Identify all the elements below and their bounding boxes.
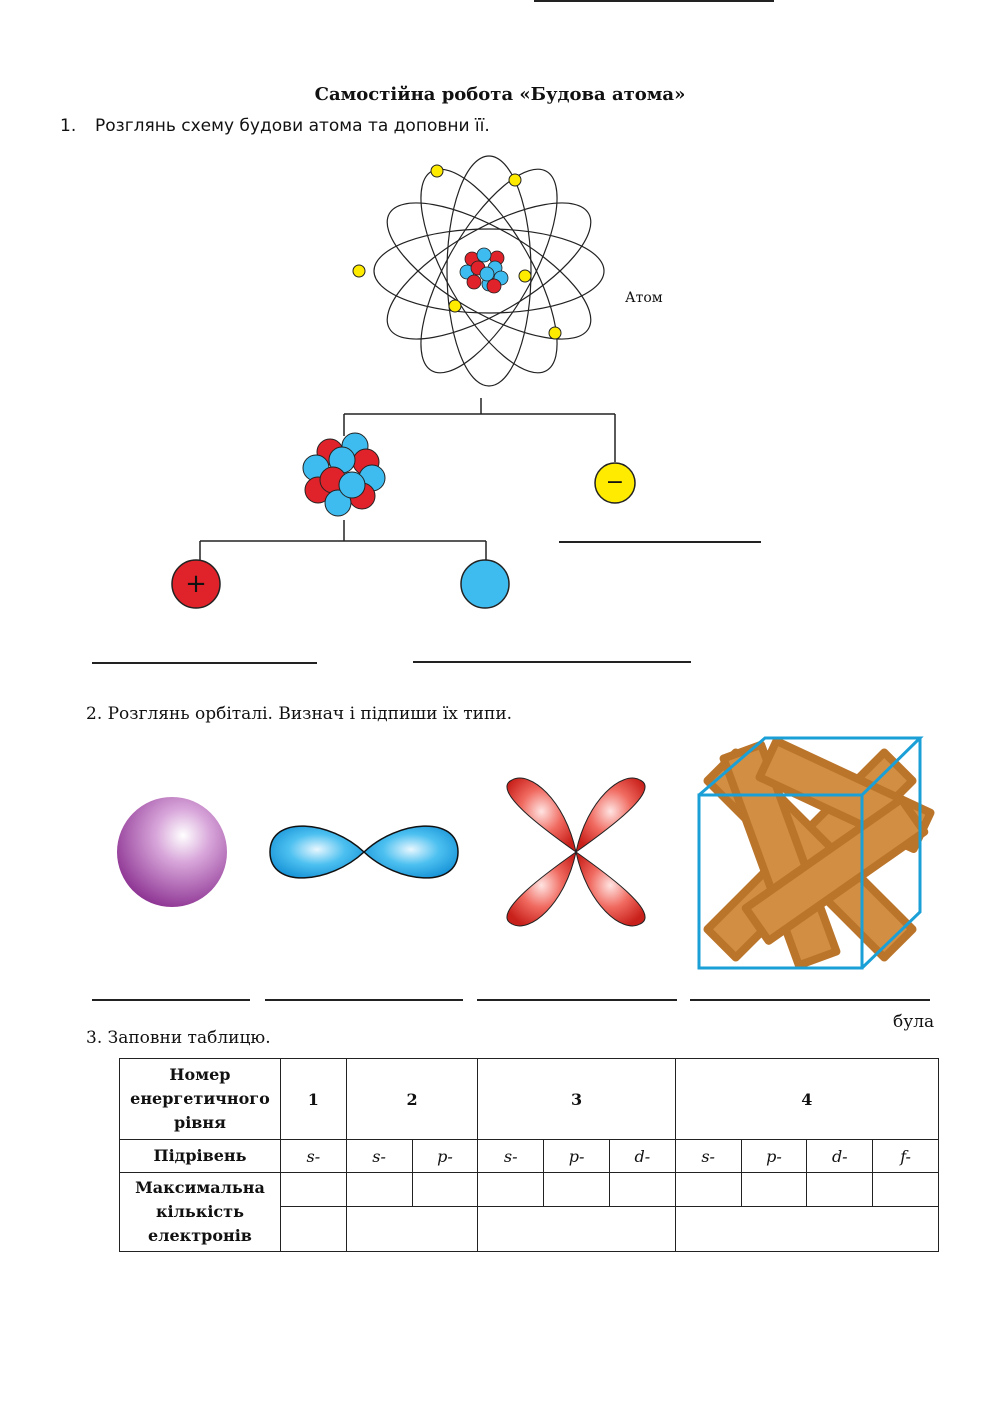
answer-cell[interactable]: [674, 1172, 742, 1207]
row-header-level: Номер енергетичного рівня: [119, 1058, 281, 1140]
table-row: Номер енергетичного рівня 1 2 3 4: [119, 1058, 940, 1140]
sublevel-cell: d-: [806, 1139, 874, 1173]
electron: [508, 173, 522, 187]
row-header-sublevel: Підрівень: [119, 1139, 281, 1173]
level-2: 2: [345, 1058, 479, 1140]
task1-instruction: 1. Розглянь схему будови атома та доповни…: [60, 116, 490, 136]
s-orbital: [117, 797, 227, 907]
header-line: енергетичного: [130, 1089, 270, 1108]
answer-cell-total[interactable]: [477, 1206, 676, 1252]
row-header-max-electrons: Максимальна кількість електронів: [119, 1172, 281, 1252]
atom-diagram: [171, 155, 636, 609]
proton-sign: +: [185, 569, 207, 599]
sublevel-cell: p-: [543, 1139, 610, 1173]
f-orbital: [697, 736, 935, 970]
answer-line-proton[interactable]: [92, 662, 317, 664]
header-line: кількість: [156, 1202, 244, 1221]
table-row: Максимальна кількість електронів: [119, 1172, 939, 1252]
answer-cell[interactable]: [411, 1172, 479, 1207]
sublevel-cell: p-: [411, 1139, 479, 1173]
table-row: Підрівень s- s- p- s- p- d- s- p- d- f-: [119, 1139, 939, 1173]
orbit: [420, 168, 558, 374]
task2-instruction: 2. Розглянь орбіталі. Визнач і підпиши ї…: [86, 704, 513, 724]
electron: [430, 164, 444, 178]
answer-cell-total[interactable]: [279, 1206, 347, 1252]
electron: [352, 264, 366, 278]
nucleus-large: [302, 432, 386, 517]
header-line: Максимальна: [135, 1178, 265, 1197]
atom-orbits: [373, 155, 605, 387]
atom-electrons: [352, 164, 562, 340]
p-orbital: [269, 825, 459, 879]
task1-number: 1.: [60, 116, 77, 136]
answer-line-orbital-3[interactable]: [477, 999, 677, 1001]
answer-cell[interactable]: [608, 1172, 676, 1207]
sublevel-cell: s-: [674, 1139, 742, 1173]
sublevel-cell: p-: [740, 1139, 808, 1173]
answer-cell[interactable]: [279, 1172, 347, 1207]
electron: [448, 299, 462, 313]
tree-lines: [199, 398, 616, 560]
sublevel-cell: f-: [872, 1139, 939, 1173]
answer-cell-total[interactable]: [345, 1206, 479, 1252]
orbit: [386, 202, 592, 340]
top-rule: [534, 0, 774, 2]
orbit: [446, 155, 532, 387]
answer-cell[interactable]: [806, 1172, 874, 1207]
task3-instruction: 3. Заповни таблицю.: [86, 1028, 271, 1048]
header-line: Номер: [169, 1065, 231, 1084]
neutron-symbol: [460, 559, 510, 609]
electron-symbol: [594, 462, 636, 504]
answer-line-electron[interactable]: [559, 541, 761, 543]
orbit: [386, 202, 592, 340]
atom-label: Атом: [625, 290, 663, 306]
orbit: [373, 228, 605, 314]
orbitals: [117, 736, 935, 970]
sublevel-cell: s-: [345, 1139, 413, 1173]
answer-line-neutron[interactable]: [413, 661, 691, 663]
answer-cell[interactable]: [872, 1172, 939, 1207]
electron-sign: −: [605, 470, 625, 495]
electron: [548, 326, 562, 340]
sublevel-cell: s-: [477, 1139, 545, 1173]
answer-line-orbital-2[interactable]: [265, 999, 463, 1001]
level-1: 1: [279, 1058, 347, 1140]
level-4: 4: [674, 1058, 940, 1140]
answer-cell[interactable]: [543, 1172, 610, 1207]
answer-line-orbital-4[interactable]: [690, 999, 930, 1001]
electron: [518, 269, 532, 283]
header-line: електронів: [148, 1226, 252, 1245]
atom-small-nucleus: [459, 247, 509, 294]
energy-levels-table: Номер енергетичного рівня 1 2 3 4 Підрів…: [119, 1058, 940, 1252]
level-3: 3: [477, 1058, 676, 1140]
answer-cell[interactable]: [477, 1172, 545, 1207]
answer-cell[interactable]: [740, 1172, 808, 1207]
answer-line-orbital-1[interactable]: [92, 999, 250, 1001]
task1-text: Розглянь схему будови атома та доповни ї…: [95, 116, 490, 136]
d-orbital: [506, 777, 646, 927]
header-line: рівня: [174, 1113, 226, 1132]
page-title: Самостійна робота «Будова атома»: [314, 84, 686, 105]
answer-cell[interactable]: [345, 1172, 413, 1207]
table-row: [120, 1206, 940, 1252]
bula-label: була: [893, 1012, 935, 1032]
sublevel-cell: s-: [279, 1139, 347, 1173]
proton-symbol: [171, 559, 221, 609]
sublevel-cell: d-: [608, 1139, 676, 1173]
answer-cell-total[interactable]: [674, 1206, 940, 1252]
